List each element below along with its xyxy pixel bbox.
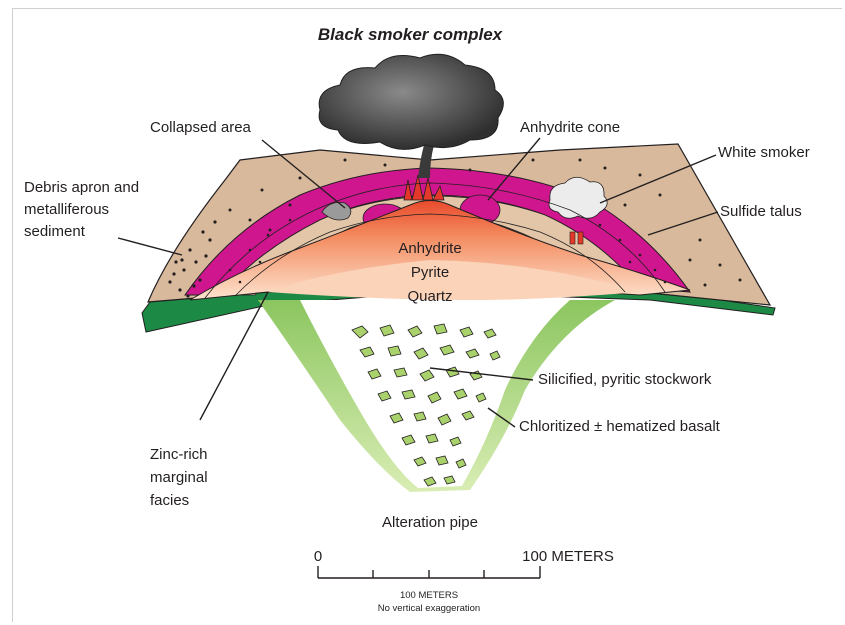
label-zinc-rich-3: facies	[150, 492, 189, 509]
label-anhydrite-cone: Anhydrite cone	[520, 119, 620, 136]
label-zinc-rich-1: Zinc-rich	[150, 446, 208, 463]
label-stockwork: Silicified, pyritic stockwork	[538, 371, 712, 388]
label-white-smoker: White smoker	[718, 144, 810, 161]
label-debris-apron-3: sediment	[24, 223, 86, 240]
label-anhydrite: Anhydrite	[398, 240, 461, 257]
scale-bar	[318, 566, 540, 578]
label-chloritized-basalt: Chloritized ± hematized basalt	[519, 418, 721, 435]
white-smoker-chimney-1	[570, 232, 575, 244]
white-smoker-chimney-2	[578, 232, 583, 244]
diagram-title: Black smoker complex	[318, 25, 504, 44]
label-quartz: Quartz	[407, 288, 452, 305]
label-alteration-pipe: Alteration pipe	[382, 514, 478, 531]
label-sulfide-talus: Sulfide talus	[720, 203, 802, 220]
label-debris-apron-2: metalliferous	[24, 201, 109, 218]
label-zinc-rich-2: marginal	[150, 469, 208, 486]
scale-start-label: 0	[314, 548, 322, 565]
label-debris-apron-1: Debris apron and	[24, 179, 139, 196]
scale-caption-1: 100 METERS	[400, 590, 458, 601]
label-pyrite: Pyrite	[411, 264, 449, 281]
scale-end-label: 100 METERS	[522, 548, 614, 565]
black-smoke-cloud	[319, 54, 503, 149]
label-collapsed-area: Collapsed area	[150, 119, 252, 136]
scale-caption-2: No vertical exaggeration	[378, 603, 480, 614]
